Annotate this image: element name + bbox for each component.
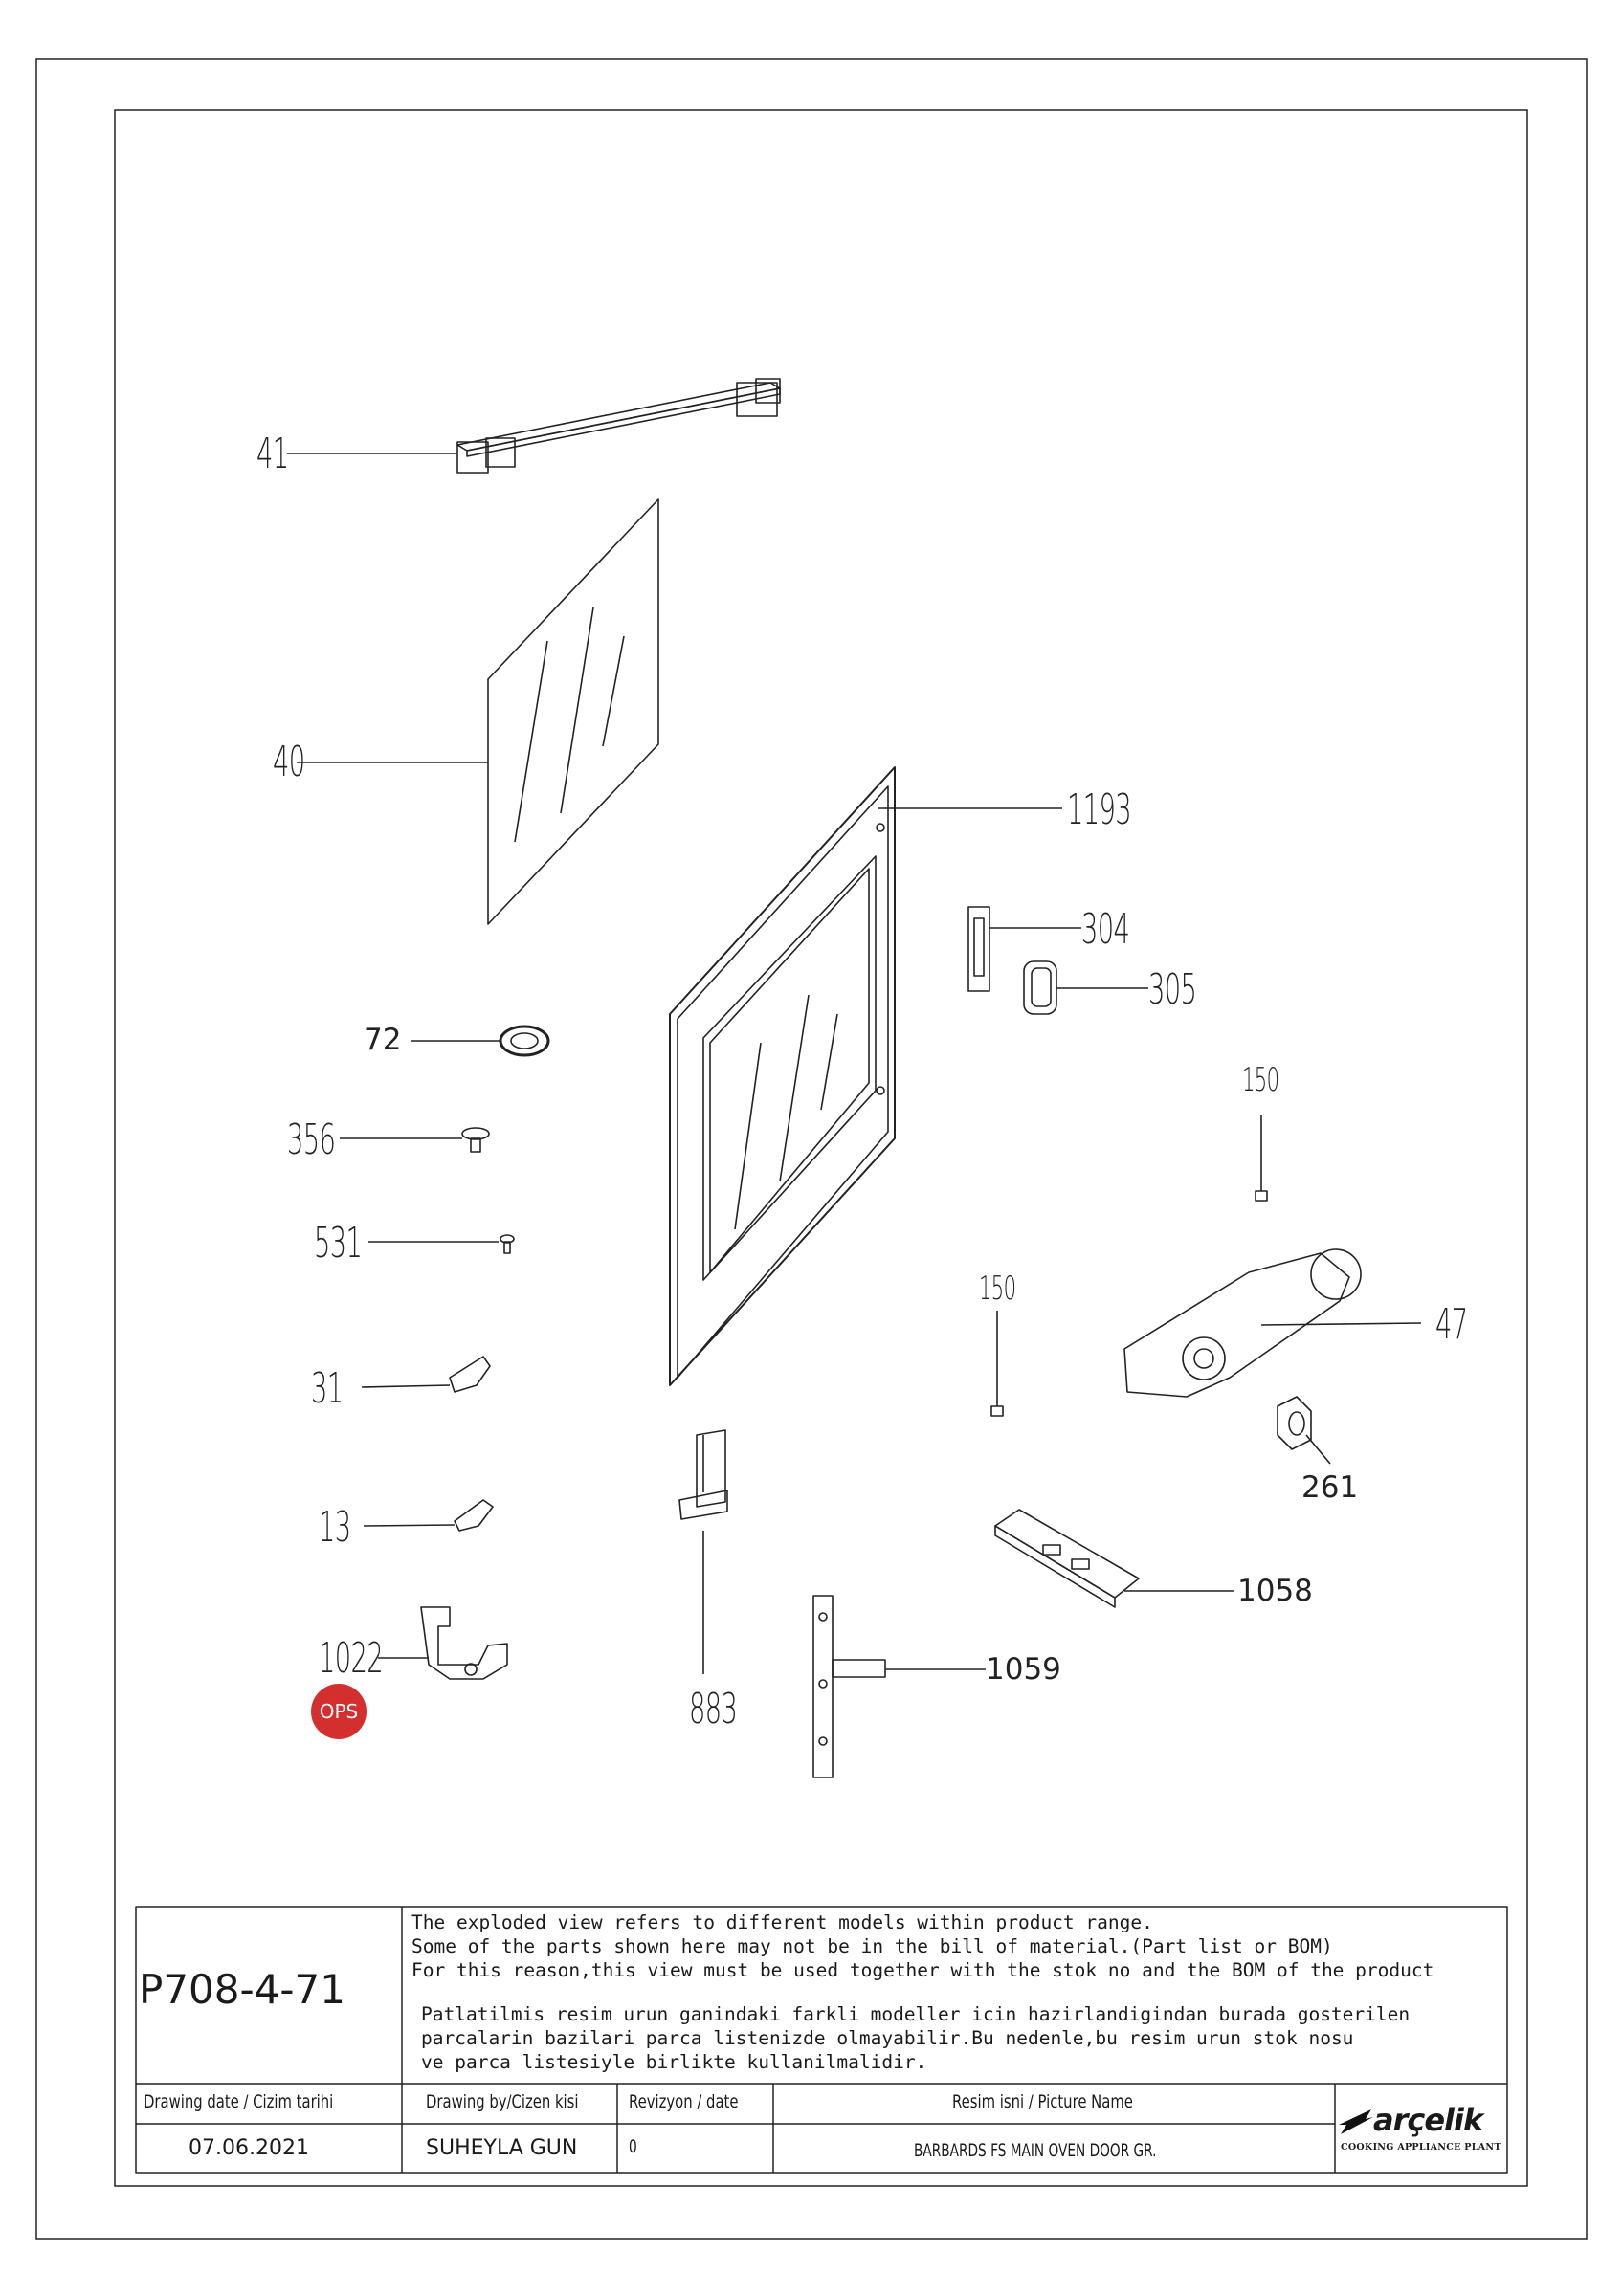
- callout-1058: 1058: [1237, 1574, 1313, 1608]
- drawing-code: P708-4-71: [139, 1966, 345, 2013]
- title-block-grid: [135, 1906, 1508, 2174]
- inner-frame: [114, 109, 1528, 2187]
- callout-356: 356: [287, 1115, 336, 1164]
- part-1058-plate: [994, 1509, 1234, 1608]
- brand-subtitle: COOKING APPLIANCE PLANT: [1341, 2142, 1501, 2152]
- part-261-cover: [1277, 1396, 1331, 1465]
- part-1022-hinge: [378, 1606, 508, 1680]
- callout-47: 47: [1435, 1300, 1468, 1349]
- callout-261: 261: [1301, 1470, 1359, 1505]
- callout-72: 72: [364, 1023, 402, 1057]
- value-revision: 0: [629, 2136, 637, 2157]
- part-356-screw: [340, 1127, 490, 1153]
- header-picture-name: Resim isni / Picture Name: [952, 2091, 1133, 2112]
- part-72-washer: [411, 1025, 550, 1057]
- part-40-glass: [297, 498, 659, 925]
- ops-badge: OPS: [311, 1684, 367, 1739]
- note-tr-line-1: Patlatilmis resim urun ganindaki farkli …: [421, 2003, 1411, 2025]
- callout-1022: 1022: [319, 1634, 384, 1683]
- callout-150-lower: 150: [979, 1269, 1016, 1308]
- callout-883: 883: [689, 1685, 738, 1733]
- note-tr-line-3: ve parca listesiyle birlikte kullanilmal…: [421, 2051, 927, 2073]
- part-1059-bracket: [812, 1595, 986, 1778]
- callout-305: 305: [1148, 965, 1197, 1014]
- callout-31: 31: [311, 1364, 344, 1413]
- note-en-line-2: Some of the parts shown here may not be …: [411, 1935, 1333, 1957]
- note-tr-line-2: parcalarin bazilari parca listenizde olm…: [421, 2027, 1354, 2049]
- part-1193-door-frame: [669, 766, 1062, 1386]
- part-150-screw-upper: [1255, 1115, 1268, 1202]
- value-drawing-date: 07.06.2021: [189, 2136, 309, 2160]
- outer-frame: [35, 58, 1588, 2240]
- callout-531: 531: [314, 1219, 363, 1268]
- part-13-clip: [363, 1499, 494, 1532]
- callout-40: 40: [273, 738, 305, 786]
- arcelik-swoosh-icon: [1339, 2109, 1373, 2134]
- header-drawing-by: Drawing by/Cizen kisi: [426, 2091, 579, 2112]
- part-41-top-trim: [287, 378, 781, 474]
- callout-1193: 1193: [1067, 785, 1132, 834]
- value-drawing-by: SUHEYLA GUN: [426, 2136, 578, 2160]
- callout-1059: 1059: [986, 1652, 1061, 1687]
- callout-41: 41: [256, 430, 289, 478]
- note-tr-block: Patlatilmis resim urun ganindaki farkli …: [421, 2002, 1522, 2074]
- note-en-block: The exploded view refers to different mo…: [411, 1910, 1512, 1982]
- header-drawing-date: Drawing date / Cizim tarihi: [144, 2091, 334, 2112]
- part-31-clip: [361, 1356, 491, 1393]
- part-150-screw-lower: [990, 1311, 1004, 1417]
- header-revision: Revizyon / date: [629, 2091, 739, 2112]
- part-47-handle: [1123, 1248, 1422, 1398]
- note-en-line-3: For this reason,this view must be used t…: [411, 1959, 1434, 1981]
- part-304-hinge: [967, 906, 1081, 992]
- note-en-line-1: The exploded view refers to different mo…: [411, 1911, 1153, 1933]
- callout-13: 13: [319, 1503, 351, 1552]
- value-picture-name: BARBARDS FS MAIN OVEN DOOR GR.: [914, 2140, 1157, 2161]
- part-883-stopper: [678, 1429, 728, 1674]
- brand-name: arçelik: [1373, 2102, 1483, 2138]
- callout-150-upper: 150: [1242, 1061, 1279, 1099]
- arcelik-logo: arçelik COOKING APPLIANCE PLANT: [1335, 2102, 1507, 2159]
- callout-304: 304: [1081, 905, 1130, 954]
- part-305-bumper: [1023, 960, 1148, 1015]
- part-531-screw: [368, 1234, 515, 1254]
